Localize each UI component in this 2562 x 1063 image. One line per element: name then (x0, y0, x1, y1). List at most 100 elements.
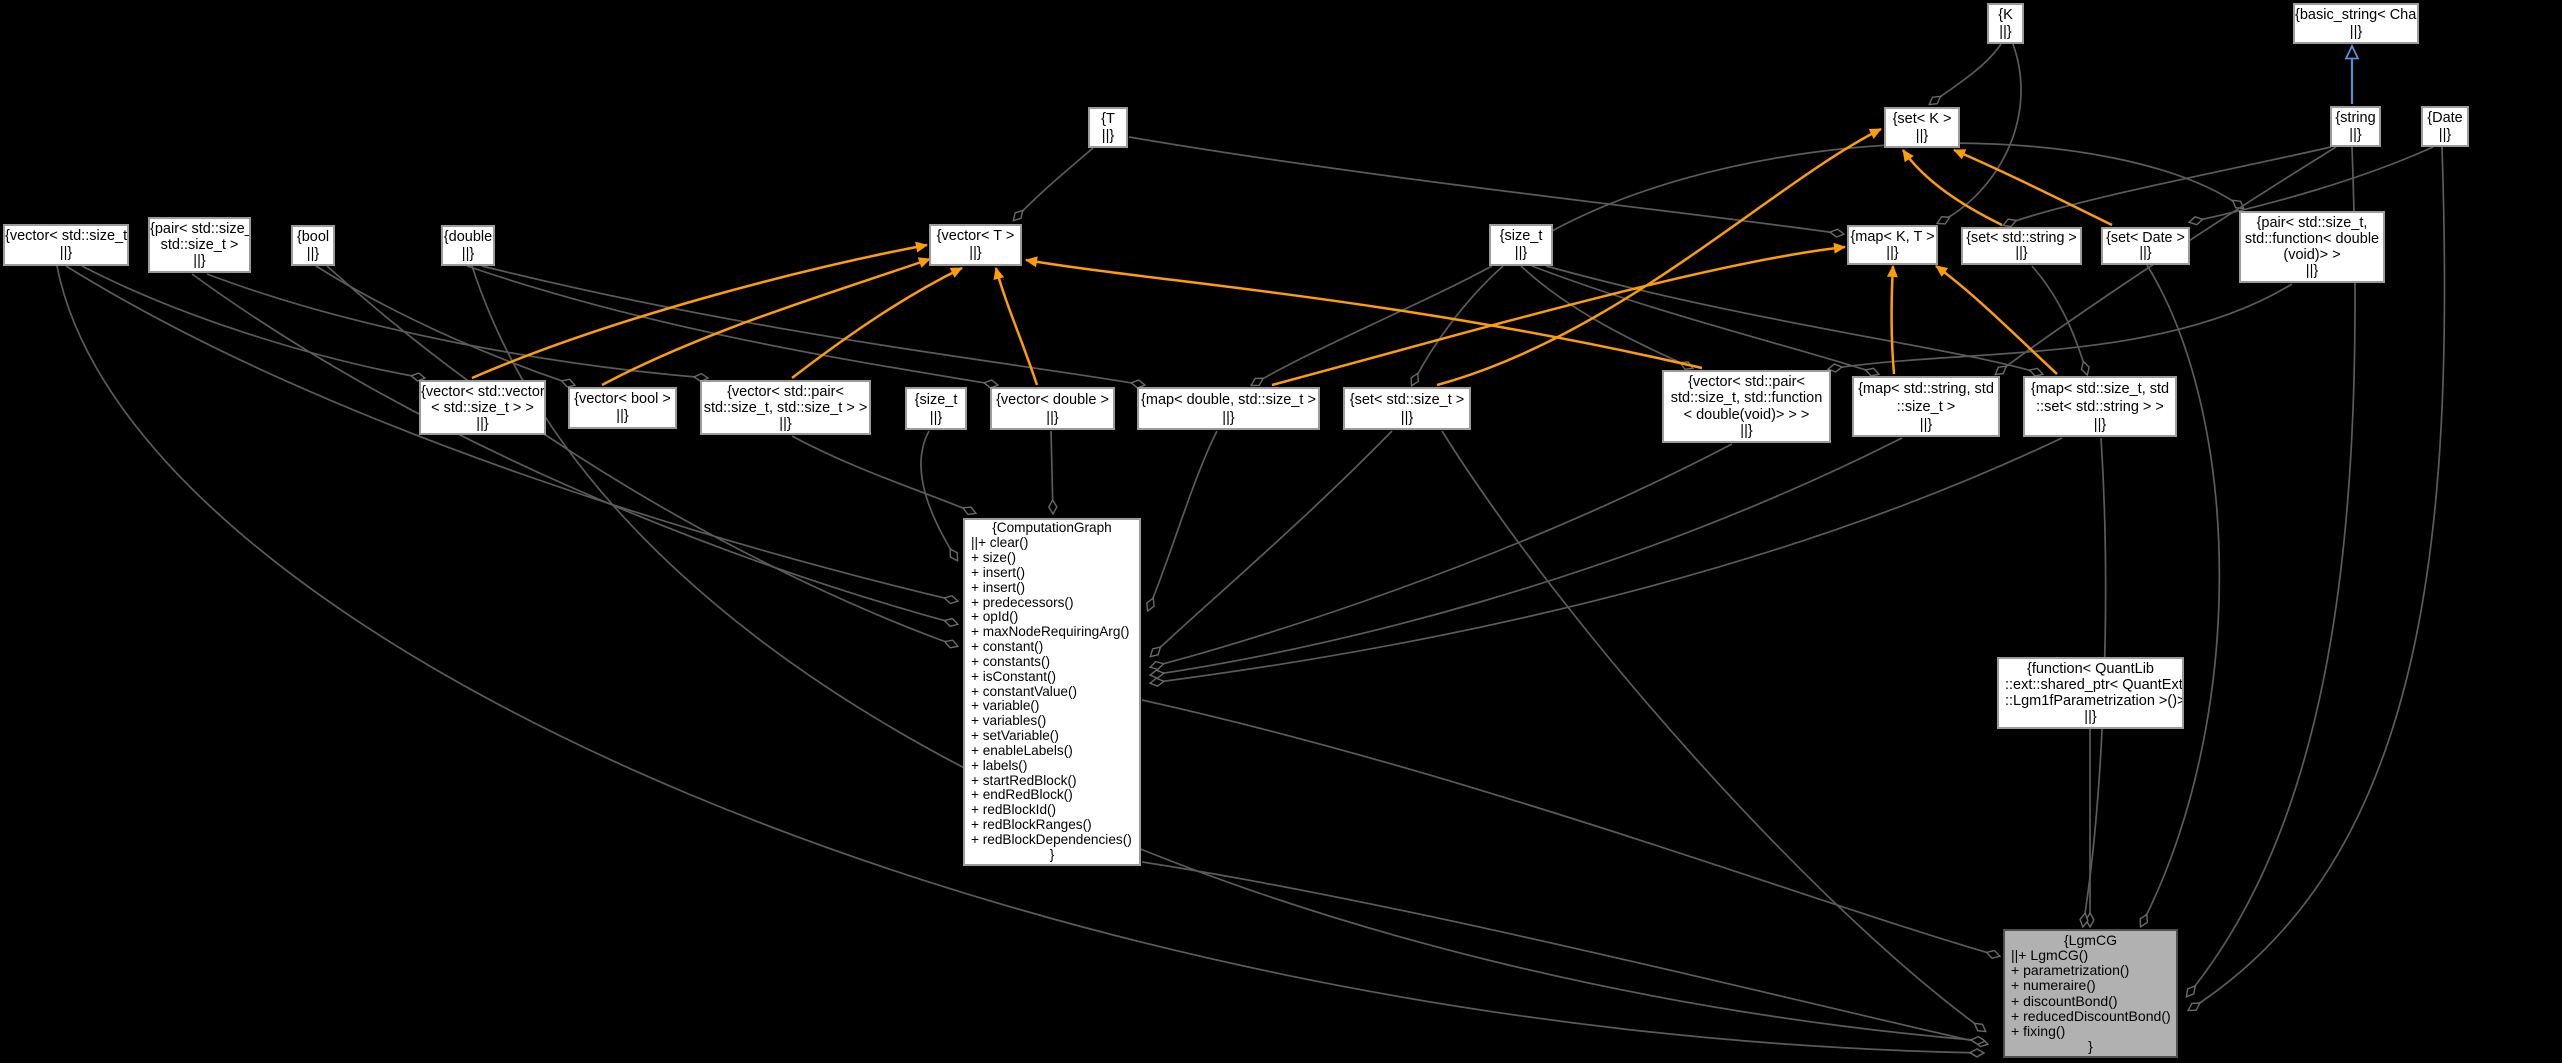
node-vector_vector[interactable]: {vector< std::vector< std::size_t > >||} (419, 380, 546, 435)
node-vector_bool[interactable]: {vector< bool >||} (568, 387, 677, 429)
node-pair_size_t_size_t-line-0: {pair< std::size_t, (150, 220, 251, 237)
edge-vector_size_t-to-computation_graph (65, 265, 957, 601)
node-vector_t[interactable]: {vector< T >||} (929, 224, 1022, 266)
node-size_t_row2-line-0: {size_t (1499, 227, 1543, 244)
node-date[interactable]: {Date||} (2421, 106, 2469, 147)
node-computation_graph-line-6: + opId() (971, 609, 1019, 625)
node-vector_pair_function-line-2: < double(void)> > > (1683, 406, 1810, 423)
node-vector_t-line-1: ||} (969, 245, 982, 261)
node-date-line-0: {Date (2427, 109, 2463, 126)
node-computation_graph-line-2: + size() (971, 550, 1016, 566)
node-basic_string-line-0: {basic_string< Char > (2295, 6, 2419, 23)
node-map_string_size_t-line-0: {map< std::string, std (1858, 380, 1994, 397)
node-vector_t-line-0: {vector< T > (936, 227, 1015, 244)
edge-string-to-lgmcg (2187, 146, 2356, 996)
edge-double-to-vector_double (466, 265, 997, 385)
node-basic_string-line-1: ||} (2349, 23, 2363, 40)
node-computation_graph-line-20: + redBlockRanges() (971, 817, 1092, 833)
node-pair_size_t_size_t[interactable]: {pair< std::size_t,std::size_t >||} (148, 217, 251, 273)
node-function_quantlib-line-0: {function< QuantLib (2027, 660, 2154, 677)
node-computation_graph-line-3: + insert() (971, 564, 1026, 580)
node-function_quantlib[interactable]: {function< QuantLib::ext::shared_ptr< Qu… (1997, 657, 2184, 729)
node-double[interactable]: {double||} (441, 225, 495, 266)
edge-set_string-to-set_k (1901, 149, 2003, 227)
node-map_double_size_t-line-1: ||} (1222, 409, 1235, 426)
node-map_double_size_t[interactable]: {map< double, std::size_t >||} (1137, 387, 1320, 430)
node-computation_graph-line-12: + variable() (971, 698, 1040, 714)
node-basic_string[interactable]: {basic_string< Char >||} (2293, 3, 2419, 44)
node-vector_vector-line-0: {vector< std::vector (421, 383, 545, 400)
node-lgmcg-line-7: } (2088, 1038, 2093, 1055)
node-vector_pair_function[interactable]: {vector< std::pair<std::size_t, std::fun… (1662, 370, 1831, 443)
node-vector_pair-line-1: std::size_t, std::size_t > > (703, 399, 868, 416)
node-lgmcg-line-1: ||+ LgmCG() (2011, 946, 2089, 963)
edge-vector_vector-to-vector_t (471, 241, 928, 380)
node-computation_graph[interactable]: {ComputationGraph||+ clear()+ size()+ in… (963, 518, 1141, 866)
node-pair_size_t_function[interactable]: {pair< std::size_t,std::function< double… (2239, 211, 2385, 283)
node-double-line-0: {double (443, 228, 493, 245)
node-size_t_row2[interactable]: {size_t||} (1489, 224, 1553, 266)
node-set_string[interactable]: {set< std::string >||} (1961, 227, 2082, 265)
node-bool[interactable]: {bool||} (291, 225, 335, 266)
edge-vector_size_t-to-vector_vector (81, 265, 424, 378)
node-computation_graph-line-13: + variables() (971, 713, 1047, 729)
node-t-line-0: {T (1101, 110, 1115, 127)
edge-map_string_size_t-to-computation_graph (1151, 437, 1903, 675)
node-vector_double-line-0: {vector< double > (996, 391, 1109, 408)
node-vector_pair_function-line-1: std::size_t, std::function (1670, 390, 1823, 406)
node-pair_size_t_function-line-3: ||} (2305, 263, 2319, 280)
node-computation_graph-line-17: + startRedBlock() (971, 772, 1077, 788)
node-pair_size_t_size_t-line-1: std::size_t > (160, 236, 239, 253)
node-string-line-1: ||} (2349, 126, 2362, 143)
node-vector_size_t[interactable]: {vector< std::size_t >||} (3, 224, 129, 266)
node-map_k_t[interactable]: {map< K, T >||} (1847, 225, 1938, 265)
node-computation_graph-line-1: ||+ clear() (971, 535, 1029, 551)
node-vector_vector-line-2: ||} (476, 415, 489, 432)
edge-vector_pair_function-to-computation_graph (1151, 443, 1733, 667)
node-double-line-1: ||} (461, 245, 475, 262)
edge-date-to-lgmcg (2189, 146, 2446, 1010)
node-computation_graph-line-21: + redBlockDependencies() (971, 831, 1132, 847)
edge-pair_size_t_size_t-to-vector_pair (206, 273, 707, 378)
edge-bool-to-computation_graph (326, 265, 957, 646)
edge-string-to-map_string_size_t (1996, 146, 2337, 374)
node-computation_graph-line-5: + predecessors() (971, 594, 1074, 610)
node-vector_double[interactable]: {vector< double >||} (990, 387, 1115, 430)
node-map_k_t-line-1: ||} (1886, 245, 1899, 261)
node-map_k_t-line-0: {map< K, T > (1850, 228, 1935, 245)
node-set_size_t[interactable]: {set< std::size_t >||} (1343, 387, 1471, 430)
node-vector_pair_function-line-0: {vector< std::pair< (1688, 373, 1805, 390)
node-pair_size_t_function-line-2: (void)> > (2283, 247, 2341, 263)
edge-set_size_t-to-computation_graph (1151, 430, 1393, 656)
node-computation_graph-line-0: {ComputationGraph (992, 520, 1112, 536)
edge-set_date-to-set_k (1953, 148, 2113, 227)
node-t[interactable]: {T||} (1088, 107, 1128, 148)
node-string[interactable]: {string||} (2330, 106, 2381, 147)
edge-map_size_t_set_string-to-map_k_t (1935, 264, 2058, 375)
edge-pair_size_t_size_t-to-computation_graph (191, 273, 957, 624)
node-lgmcg-line-6: + fixing() (2011, 1023, 2066, 1039)
edge-date-to-set_date (2190, 146, 2434, 222)
edge-k-to-set_k (1930, 43, 2002, 104)
node-map_string_size_t[interactable]: {map< std::string, std::size_t >||} (1852, 376, 2000, 437)
node-set_k[interactable]: {set< K >||} (1884, 107, 1960, 148)
node-vector_bool-line-0: {vector< bool > (574, 390, 671, 407)
node-lgmcg-line-4: + discountBond() (2011, 992, 2118, 1009)
node-vector_pair[interactable]: {vector< std::pair<std::size_t, std::siz… (700, 380, 871, 435)
node-size_t_row3[interactable]: {size_t||} (905, 387, 967, 430)
node-set_date[interactable]: {set< Date >||} (2101, 227, 2190, 265)
edge-computation_graph-to-lgmcg (1141, 861, 1987, 1044)
node-k-line-0: {K (1998, 6, 2013, 23)
node-k[interactable]: {K||} (1987, 3, 2024, 44)
node-function_quantlib-line-2: ::Lgm1fParametrization >()> (2005, 693, 2184, 709)
node-lgmcg[interactable]: {LgmCG||+ LgmCG()+ parametrization()+ nu… (2003, 929, 2178, 1058)
edge-pair_size_t_function-to-vector_pair_function (1829, 283, 2293, 369)
edge-set_string-to-map_size_t_set_string (2031, 265, 2087, 374)
node-map_size_t_set_string[interactable]: {map< std::size_t, std::set< std::string… (2023, 376, 2177, 437)
node-computation_graph-line-14: + setVariable() (971, 728, 1059, 744)
edge-size_t_row2-to-map_size_t_set_string (1545, 265, 2042, 374)
node-set_k-line-1: ||} (1915, 127, 1929, 144)
node-bool-line-1: ||} (306, 245, 320, 262)
edge-size_t_row2-to-set_size_t (1412, 265, 1504, 385)
edge-vector_double-to-vector_t (993, 267, 1039, 386)
